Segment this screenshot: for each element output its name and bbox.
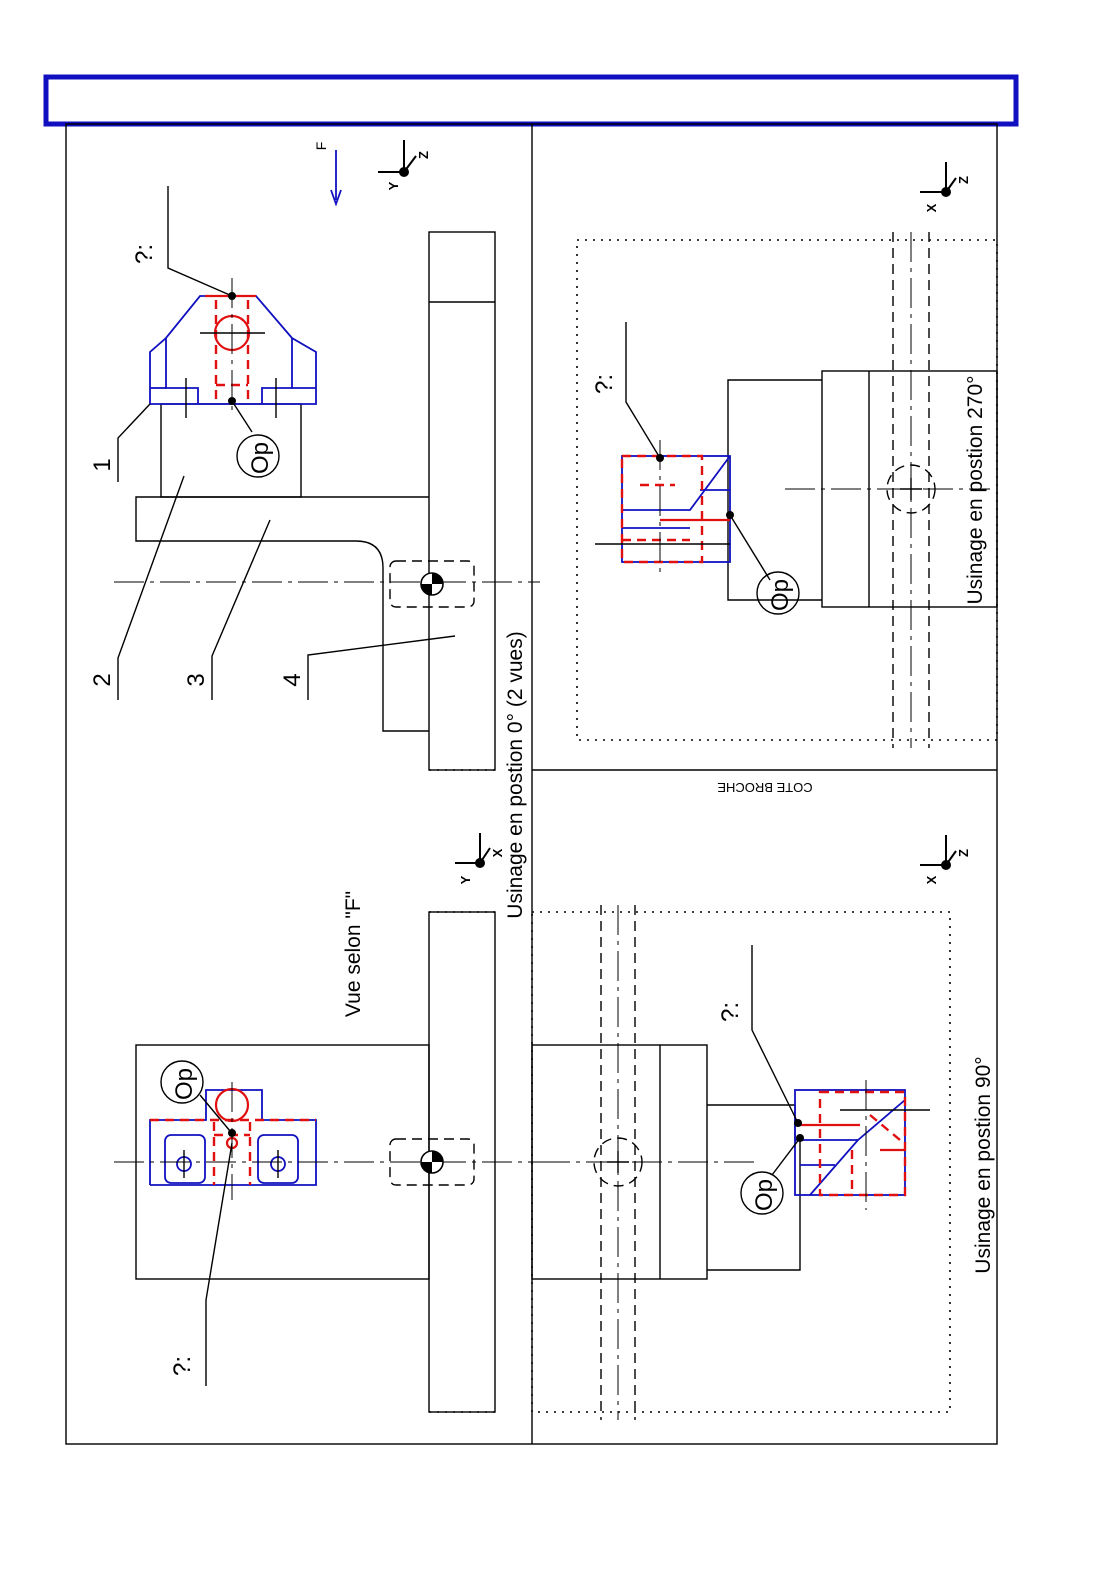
svg-text:X: X — [490, 848, 505, 857]
op-label-vuef: Op — [171, 1068, 198, 1100]
svg-text:X: X — [924, 203, 939, 212]
caption-position-0: Usinage en postion 0° (2 vues) — [504, 631, 527, 918]
axis-triad-icon: Z X — [920, 835, 971, 884]
axis-triad-icon: Z Y — [378, 140, 431, 190]
part-number-3: 3 — [183, 673, 210, 686]
unknown-label-0top: ?: — [131, 244, 158, 264]
unknown-label-270: ?: — [591, 374, 618, 394]
view-position-270: ?: Op Usinage en postion 270° Z X — [576, 162, 998, 748]
view-position-0-top: ?: Op 1 2 3 4 F Z Y — [89, 140, 540, 771]
part-number-2: 2 — [89, 673, 116, 686]
cote-broche-label: COTE BROCHE — [717, 780, 813, 795]
caption-vue-selon-f: Vue selon "F" — [342, 891, 365, 1017]
svg-text:Z: Z — [956, 176, 971, 184]
svg-text:Z: Z — [956, 849, 971, 857]
unknown-label-vuef: ?: — [169, 1356, 196, 1376]
svg-text:Y: Y — [386, 181, 401, 190]
op-label-0top: Op — [247, 442, 274, 474]
title-block — [43, 74, 1019, 127]
unknown-label-90: ?: — [717, 1002, 744, 1022]
op-label-90: Op — [751, 1179, 778, 1211]
caption-position-270: Usinage en postion 270° — [964, 375, 987, 604]
arrow-f-label: F — [313, 142, 329, 151]
part-number-4: 4 — [279, 673, 306, 686]
part-number-1: 1 — [89, 458, 116, 471]
svg-text:Y: Y — [458, 875, 473, 884]
svg-text:Z: Z — [416, 151, 431, 159]
op-label-270: Op — [767, 579, 794, 611]
axis-triad-icon: Z X — [920, 162, 971, 212]
svg-text:X: X — [924, 875, 939, 884]
axis-triad-icon: X Y — [455, 833, 505, 884]
view-selon-f: Op ?: Vue selon "F" X Y — [114, 833, 540, 1413]
view-position-90: ?: Op Usinage en postion 90° Z X — [531, 835, 995, 1420]
caption-position-90: Usinage en postion 90° — [972, 1056, 995, 1273]
